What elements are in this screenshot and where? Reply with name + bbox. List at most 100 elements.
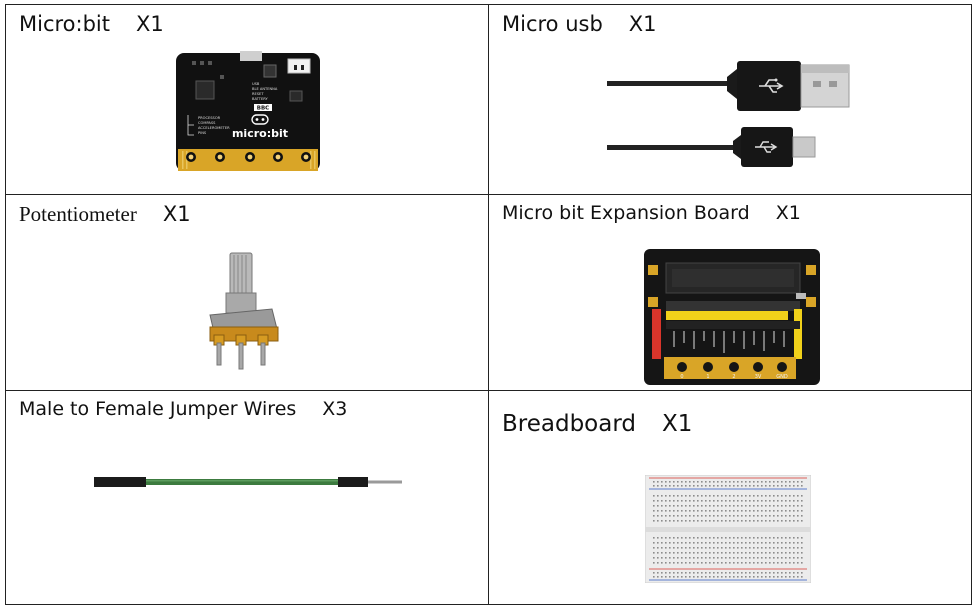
breadboard-hole <box>761 572 763 574</box>
breadboard-hole <box>757 537 759 539</box>
breadboard-hole <box>769 520 771 522</box>
breadboard-hole <box>793 557 795 559</box>
breadboard-hole <box>677 500 679 502</box>
breadboard-hole <box>793 510 795 512</box>
breadboard-hole <box>789 552 791 554</box>
breadboard-hole <box>653 572 655 574</box>
breadboard-hole <box>717 485 719 487</box>
breadboard-hole <box>669 552 671 554</box>
breadboard-hole <box>665 547 667 549</box>
breadboard-hole <box>701 481 703 483</box>
breadboard-hole <box>765 542 767 544</box>
breadboard-hole <box>677 515 679 517</box>
breadboard-hole <box>745 481 747 483</box>
breadboard-hole <box>685 510 687 512</box>
breadboard-hole <box>725 485 727 487</box>
breadboard-hole <box>753 562 755 564</box>
breadboard-hole <box>673 481 675 483</box>
breadboard-hole <box>693 537 695 539</box>
expansion-board-icon: 0 1 2 3V GND <box>644 249 820 385</box>
breadboard-hole <box>793 572 795 574</box>
breadboard-hole <box>741 510 743 512</box>
breadboard-hole <box>797 510 799 512</box>
breadboard-hole <box>773 485 775 487</box>
breadboard-hole <box>677 552 679 554</box>
breadboard-hole <box>677 542 679 544</box>
breadboard-hole <box>745 520 747 522</box>
breadboard-hole <box>785 542 787 544</box>
breadboard-hole <box>761 481 763 483</box>
breadboard-hole <box>673 515 675 517</box>
breadboard-hole <box>657 505 659 507</box>
breadboard-hole <box>773 515 775 517</box>
breadboard-hole <box>769 495 771 497</box>
breadboard-hole <box>737 542 739 544</box>
breadboard-hole <box>729 576 731 578</box>
breadboard-hole <box>745 572 747 574</box>
breadboard-hole <box>709 552 711 554</box>
breadboard-hole <box>713 537 715 539</box>
accelerometer-label: ACCELEROMETER <box>198 126 230 130</box>
breadboard-hole <box>769 572 771 574</box>
breadboard-hole <box>661 481 663 483</box>
microbit-board-icon: USB BLE ANTENNA RESET BATTERY BBC micro:… <box>176 51 320 171</box>
breadboard-hole <box>713 542 715 544</box>
breadboard-hole <box>769 557 771 559</box>
breadboard-hole <box>801 537 803 539</box>
breadboard-hole <box>773 481 775 483</box>
breadboard-hole <box>781 481 783 483</box>
breadboard-hole <box>773 510 775 512</box>
breadboard-hole <box>761 576 763 578</box>
breadboard-hole <box>657 520 659 522</box>
breadboard-hole <box>721 481 723 483</box>
breadboard-hole <box>729 520 731 522</box>
breadboard-hole <box>793 537 795 539</box>
breadboard-hole <box>673 510 675 512</box>
breadboard-hole <box>665 552 667 554</box>
breadboard-hole <box>797 515 799 517</box>
breadboard-hole <box>781 520 783 522</box>
breadboard-hole <box>717 481 719 483</box>
breadboard-hole <box>733 547 735 549</box>
breadboard-hole <box>757 505 759 507</box>
breadboard-hole <box>693 557 695 559</box>
breadboard-hole <box>761 495 763 497</box>
breadboard-hole <box>713 572 715 574</box>
breadboard-hole <box>685 537 687 539</box>
breadboard-hole <box>669 562 671 564</box>
breadboard-hole <box>753 557 755 559</box>
breadboard-hole <box>781 572 783 574</box>
breadboard-hole <box>673 552 675 554</box>
breadboard-hole <box>801 542 803 544</box>
breadboard-hole <box>797 576 799 578</box>
breadboard-hole <box>661 552 663 554</box>
breadboard-hole <box>673 572 675 574</box>
breadboard-hole <box>781 557 783 559</box>
breadboard-hole <box>745 485 747 487</box>
breadboard-hole <box>677 520 679 522</box>
battery-label: BATTERY <box>252 97 269 101</box>
breadboard-hole <box>713 495 715 497</box>
item-qty: X1 <box>162 202 191 226</box>
breadboard-hole <box>705 547 707 549</box>
item-name: Micro bit Expansion Board <box>502 202 750 224</box>
breadboard-hole <box>721 520 723 522</box>
breadboard-hole <box>773 542 775 544</box>
breadboard-hole <box>757 520 759 522</box>
breadboard-hole <box>801 552 803 554</box>
breadboard-hole <box>761 557 763 559</box>
breadboard-hole <box>761 520 763 522</box>
breadboard-hole <box>685 495 687 497</box>
breadboard-hole <box>765 557 767 559</box>
breadboard-hole <box>793 547 795 549</box>
breadboard-hole <box>693 552 695 554</box>
breadboard-hole <box>693 562 695 564</box>
breadboard-hole <box>669 495 671 497</box>
item-qty: X1 <box>775 202 801 224</box>
breadboard-hole <box>757 500 759 502</box>
breadboard-hole <box>733 505 735 507</box>
breadboard-hole <box>693 515 695 517</box>
breadboard-hole <box>745 576 747 578</box>
